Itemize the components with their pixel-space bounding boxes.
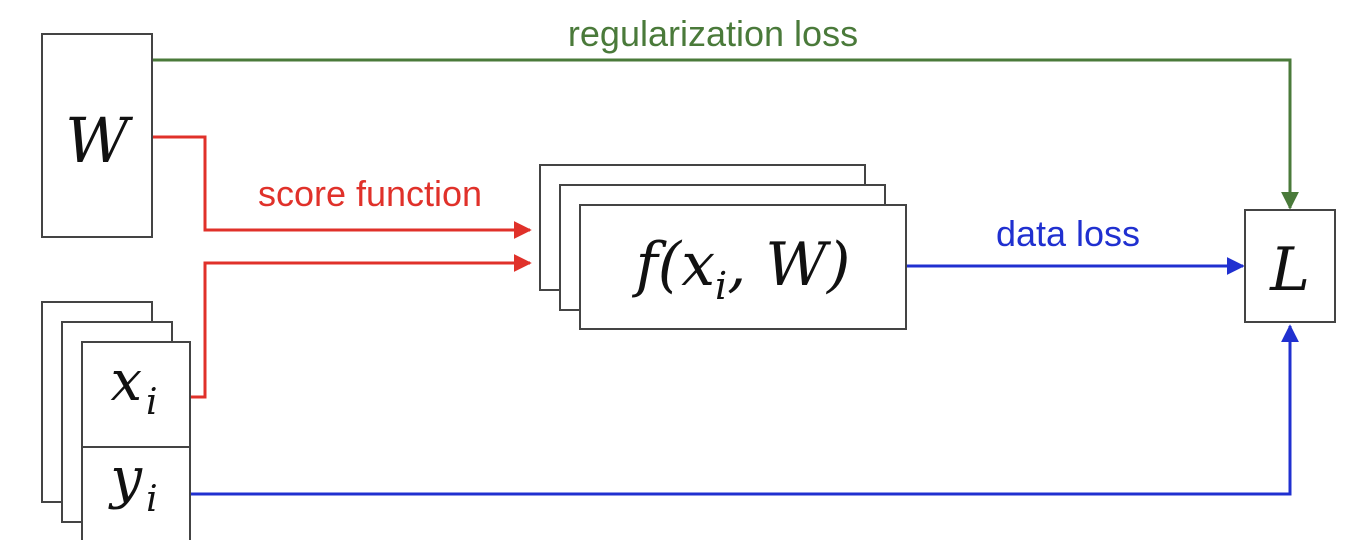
- score-function-arrow-w: [152, 135, 532, 239]
- loss-symbol: L: [1269, 235, 1310, 305]
- weights-node: W: [41, 33, 153, 238]
- loss-node: L: [1244, 209, 1336, 323]
- label-to-loss-arrow: [190, 324, 1299, 496]
- score-function-stack: f(xi, W): [539, 164, 907, 330]
- score-function-label: score function: [258, 173, 482, 214]
- score-function-arrow-x: [190, 254, 532, 399]
- weights-symbol: W: [65, 104, 133, 177]
- data-loss-label: data loss: [996, 213, 1140, 254]
- score-function-formula: f(xi, W): [632, 230, 851, 308]
- regularization-loss-label: regularization loss: [568, 13, 858, 54]
- regularization-loss-arrow: [152, 58, 1299, 210]
